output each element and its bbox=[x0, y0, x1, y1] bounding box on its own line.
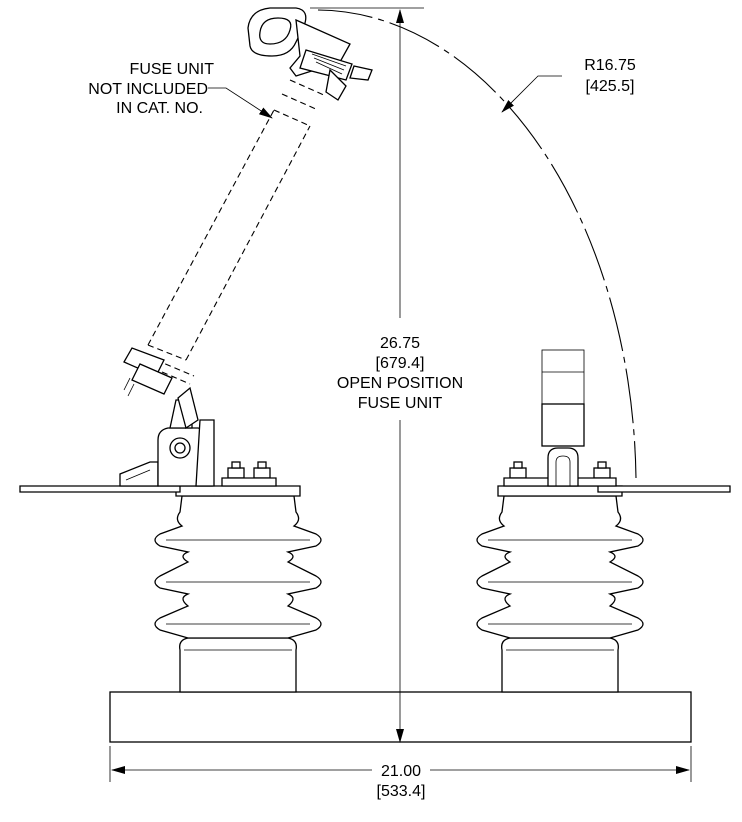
left-insulator bbox=[154, 485, 322, 693]
right-mounting-bracket bbox=[503, 349, 731, 493]
radius-dim-value: R16.75 bbox=[584, 57, 636, 74]
width-dim-value: 21.00 bbox=[381, 763, 421, 780]
base-plate bbox=[109, 691, 692, 743]
fuse-cap bbox=[247, 7, 373, 101]
fuse-tube bbox=[123, 79, 327, 397]
swing-arc bbox=[317, 9, 637, 479]
height-dimension bbox=[310, 7, 424, 743]
width-dim-metric: [533.4] bbox=[377, 783, 426, 800]
height-dim-note-1: OPEN POSITION bbox=[337, 375, 463, 392]
fuse-note-line-1: FUSE UNIT bbox=[130, 61, 215, 78]
height-dim-metric: [679.4] bbox=[376, 355, 425, 372]
fuse-note-leader bbox=[208, 87, 273, 119]
fuse-note-line-3: IN CAT. NO. bbox=[116, 100, 203, 117]
radius-leader bbox=[501, 75, 562, 113]
left-mounting-bracket bbox=[19, 461, 277, 493]
height-dim-value: 26.75 bbox=[380, 335, 420, 352]
radius-dim-metric: [425.5] bbox=[586, 78, 635, 95]
height-dim-note-2: FUSE UNIT bbox=[358, 395, 443, 412]
width-dimension bbox=[109, 746, 692, 782]
fuse-note-line-2: NOT INCLUDED bbox=[88, 81, 208, 98]
hinge-assembly bbox=[157, 386, 215, 487]
right-insulator bbox=[476, 485, 644, 693]
